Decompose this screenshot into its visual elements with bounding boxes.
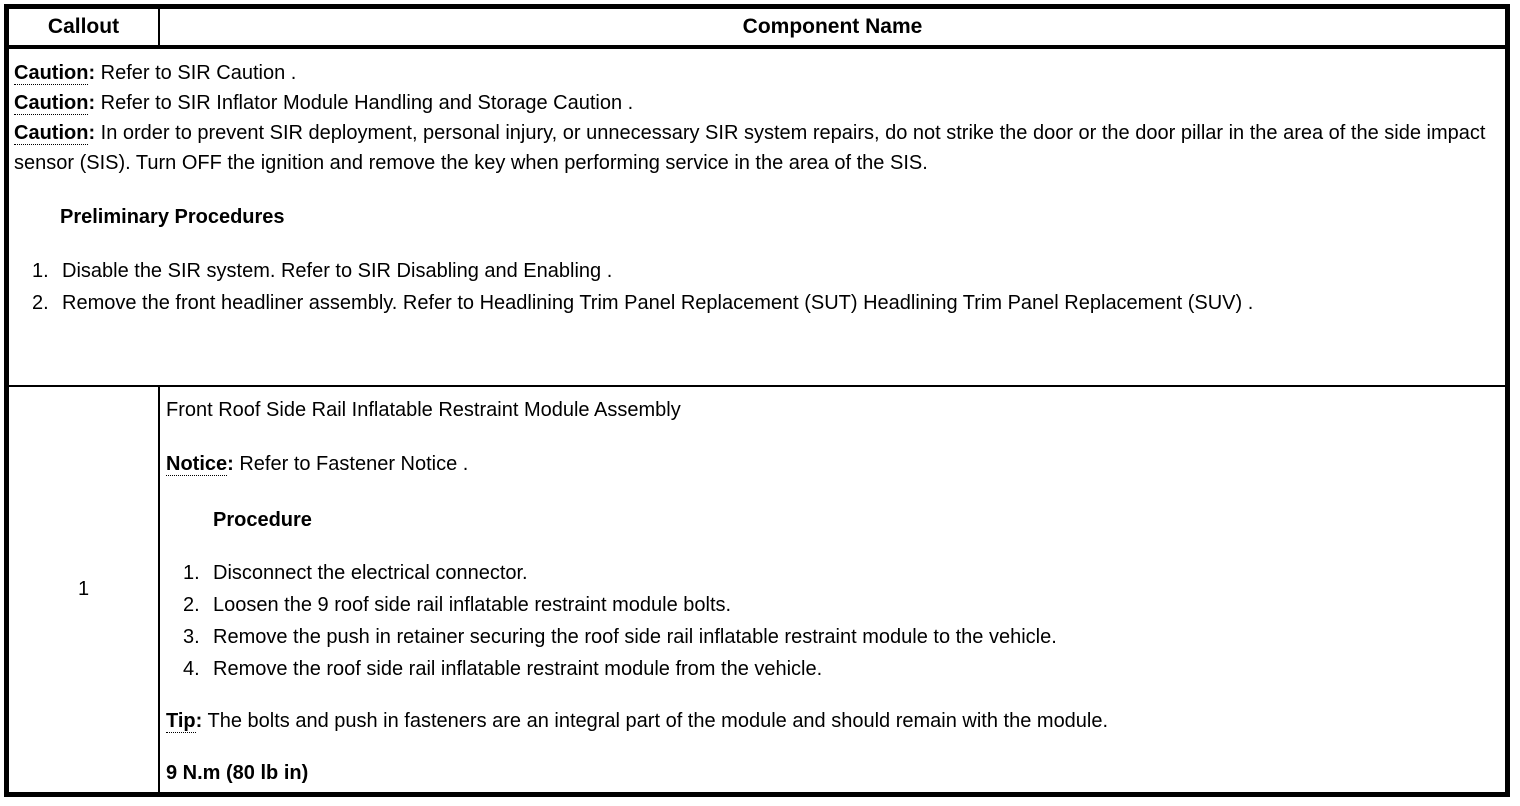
tip-colon: : xyxy=(195,710,203,732)
callout-number: 1 xyxy=(77,578,90,600)
table-header-row: Callout Component Name xyxy=(9,9,1505,49)
step-number: 2. xyxy=(183,594,200,616)
caution-label: Caution xyxy=(14,92,89,115)
caution-paragraph: Caution: Refer to SIR Caution . xyxy=(14,58,1491,88)
notes-row: Caution: Refer to SIR Caution . Caution:… xyxy=(9,49,1505,387)
caution-label: Caution xyxy=(14,62,89,85)
step-number: 3. xyxy=(183,626,200,648)
step-number: 4. xyxy=(183,658,200,680)
caution-text: In order to prevent SIR deployment, pers… xyxy=(14,122,1486,174)
list-item: 4. Remove the roof side rail inflatable … xyxy=(183,653,1495,685)
caution-colon: : xyxy=(88,92,96,114)
preliminary-procedures-heading: Preliminary Procedures xyxy=(60,206,285,228)
list-item: 3. Remove the push in retainer securing … xyxy=(183,621,1495,653)
step-text: Disable the SIR system. Refer to SIR Dis… xyxy=(62,260,613,282)
list-item: 1. Disable the SIR system. Refer to SIR … xyxy=(32,255,1491,287)
component-name-title: Front Roof Side Rail Inflatable Restrain… xyxy=(166,399,681,421)
notice-text: Refer to Fastener Notice . xyxy=(233,453,469,475)
step-text: Remove the push in retainer securing the… xyxy=(213,626,1057,648)
torque-spec: 9 N.m (80 lb in) xyxy=(166,762,309,784)
step-text: Remove the roof side rail inflatable res… xyxy=(213,658,823,680)
caution-label: Caution xyxy=(14,122,89,145)
notice-paragraph: Notice: Refer to Fastener Notice . xyxy=(166,449,1495,479)
procedure-heading: Procedure xyxy=(213,509,312,531)
component-row: 1 Front Roof Side Rail Inflatable Restra… xyxy=(9,387,1505,792)
list-item: 2. Loosen the 9 roof side rail inflatabl… xyxy=(183,589,1495,621)
step-text: Disconnect the electrical connector. xyxy=(213,562,528,584)
list-item: 2. Remove the front headliner assembly. … xyxy=(32,287,1491,319)
service-manual-table: Callout Component Name Caution: Refer to… xyxy=(4,4,1510,797)
step-number: 1. xyxy=(32,260,49,282)
list-item: 1. Disconnect the electrical connector. xyxy=(183,557,1495,589)
tip-paragraph: Tip: The bolts and push in fasteners are… xyxy=(166,706,1495,736)
notice-colon: : xyxy=(227,453,234,475)
component-name-cell: Front Roof Side Rail Inflatable Restrain… xyxy=(160,387,1505,792)
step-number: 1. xyxy=(183,562,200,584)
tip-text: The bolts and push in fasteners are an i… xyxy=(202,710,1109,732)
step-number: 2. xyxy=(32,292,49,314)
callout-column-header: Callout xyxy=(9,9,160,45)
procedure-steps-list: 1. Disconnect the electrical connector. … xyxy=(166,557,1495,685)
caution-text: Refer to SIR Inflator Module Handling an… xyxy=(95,92,634,114)
caution-paragraph: Caution: In order to prevent SIR deploym… xyxy=(14,118,1491,178)
step-text: Loosen the 9 roof side rail inflatable r… xyxy=(213,594,732,616)
caution-text: Refer to SIR Caution . xyxy=(95,62,297,84)
component-name-column-header: Component Name xyxy=(742,15,923,38)
caution-colon: : xyxy=(88,122,96,144)
preliminary-steps-list: 1. Disable the SIR system. Refer to SIR … xyxy=(14,255,1491,319)
step-text: Remove the front headliner assembly. Ref… xyxy=(62,292,1254,314)
caution-paragraph: Caution: Refer to SIR Inflator Module Ha… xyxy=(14,88,1491,118)
callout-cell: 1 xyxy=(9,387,160,792)
tip-label: Tip xyxy=(166,710,196,733)
notice-label: Notice xyxy=(166,453,228,476)
caution-colon: : xyxy=(88,62,96,84)
